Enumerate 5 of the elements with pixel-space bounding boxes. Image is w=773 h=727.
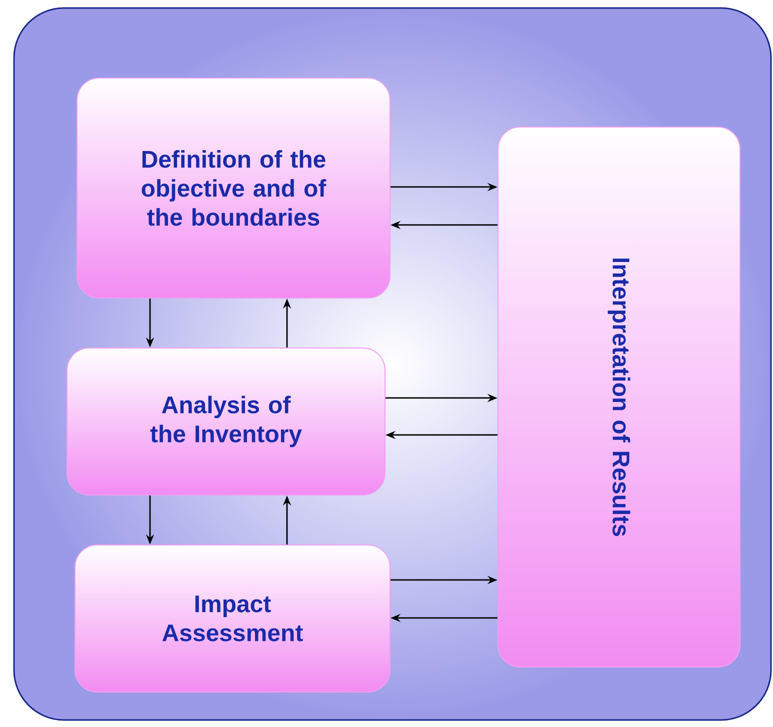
frame-background bbox=[13, 7, 772, 721]
side-box: Interpretation of Results bbox=[498, 126, 740, 668]
process-box: Definition of the objective and of the boundaries bbox=[76, 77, 390, 298]
process-box: Analysis of the Inventory bbox=[66, 347, 386, 496]
process-box: Impact Assessment bbox=[74, 544, 390, 692]
